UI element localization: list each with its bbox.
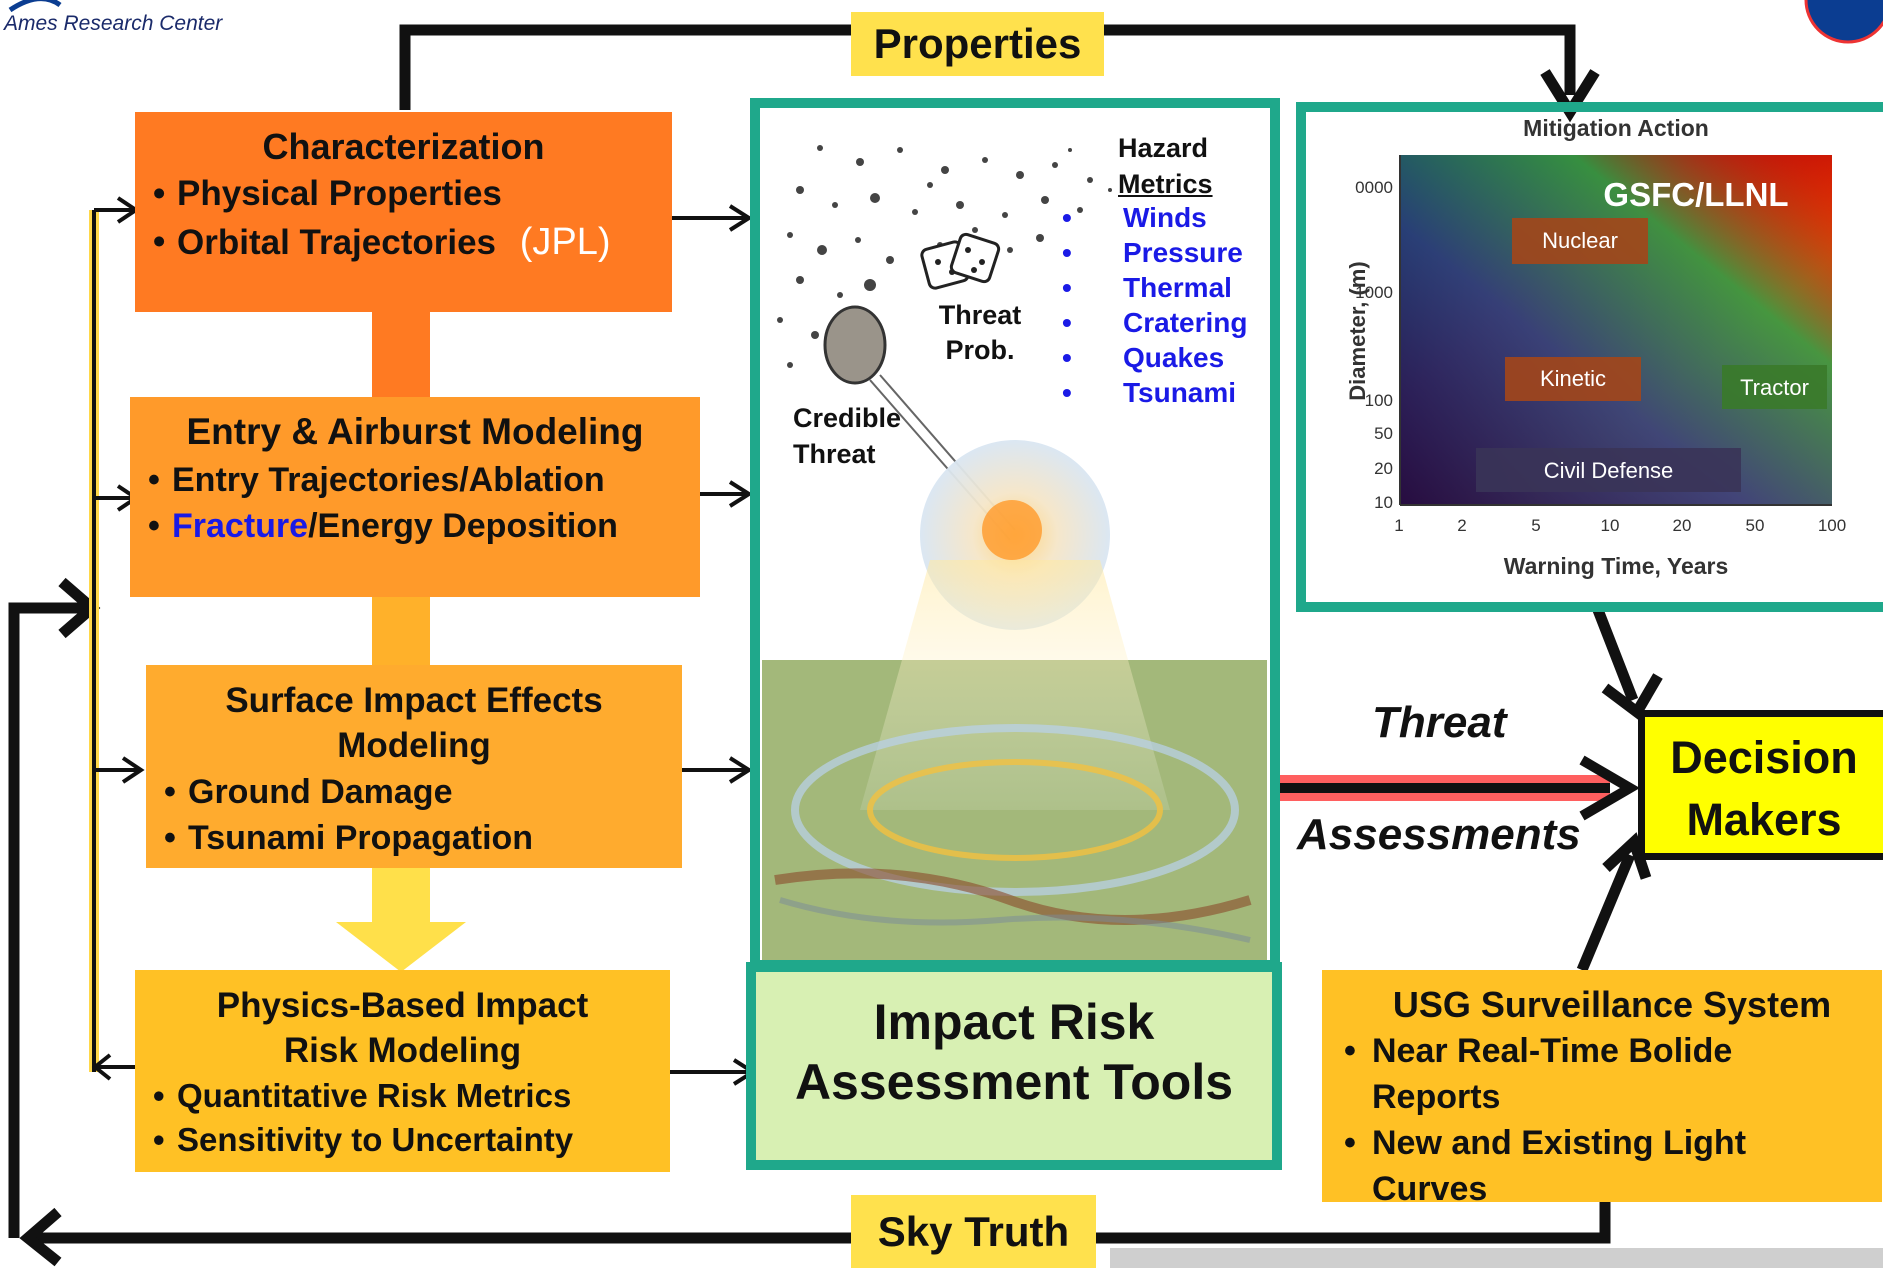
ytick-label: 100 [1364,391,1393,410]
list-item: •Thermal [1062,272,1232,303]
list-item: •Winds [1062,202,1207,233]
region-tractor [1722,365,1827,409]
xtick-label: 10 [1600,516,1620,535]
xtick-label: 20 [1672,516,1692,535]
entry-airburst-title: Entry & Airburst Modeling [186,411,644,452]
flow-bar-1 [372,312,430,398]
tools-title-1: Impact Risk [873,994,1155,1050]
ytick-label: 50 [1374,424,1393,443]
dice-icon [920,232,1001,290]
flow-down-arrow [336,922,466,972]
mitigation-ylabel: Diameter, (m) [1345,261,1370,401]
ytick-label: 20 [1374,459,1393,478]
mitigation-panel-frame [1296,102,1883,612]
list-item: Tsunami Propagation [160,815,682,861]
left-return-line [8,602,92,1238]
xtick-label: 5 [1531,516,1541,535]
region-kinetic [1505,357,1641,401]
physics-risk-box: Physics-Based Impact Risk Modeling Quant… [135,970,670,1172]
region-label-tractor: Tractor [1740,375,1809,400]
xtick-label: 1 [1394,516,1404,535]
flow-bar-3 [372,868,430,928]
hazard-metrics-title: Hazard Metrics [1118,130,1213,202]
properties-label: Properties [851,12,1104,76]
threat-label: Threat [1372,698,1507,747]
list-item: • New and Existing Light Curves [1344,1124,1747,1208]
mitigation-xlabel: Warning Time, Years [1503,553,1729,579]
decision-makers-box: Decision Makers [1638,710,1883,860]
list-item: Physical Properties [149,170,672,218]
list-item: Sensitivity to Uncertainty [149,1118,670,1162]
list-item: •Pressure [1062,237,1243,268]
hazard-title-line2: Metrics [1118,169,1213,199]
usg-to-decision-arrow [1576,852,1636,973]
sky-truth-loop-line [30,1200,1611,1244]
decision-line2: Makers [1686,794,1842,845]
mitigation-to-decision-arrow [1592,608,1639,702]
airburst-cone [860,560,1170,810]
hazard-metrics-list: •Winds •Pressure •Thermal •Cratering •Qu… [1062,200,1247,410]
list-item: •Cratering [1062,307,1248,338]
physics-risk-title-2: Risk Modeling [283,1031,522,1070]
fracture-text: Fracture [172,507,309,545]
tools-title-2: Assessment Tools [794,1054,1234,1110]
usg-surveillance-box: USG Surveillance System • Near Real-Time… [1322,970,1882,1208]
list-item: Orbital Trajectories (JPL) [149,218,672,267]
energy-deposition-text: /Energy Deposition [308,507,618,545]
entry-airburst-box: Entry & Airburst Modeling Entry Trajecto… [130,397,700,597]
list-item: Quantitative Risk Metrics [149,1074,670,1118]
surface-impact-box: Surface Impact Effects Modeling Ground D… [146,665,682,868]
list-item: •Tsunami [1062,377,1237,408]
physics-risk-title-1: Physics-Based Impact [216,986,589,1025]
ytick-label: 10 [1374,493,1393,512]
org-name: Ames Research Center [4,12,223,35]
nasa-logo [1804,0,1883,44]
assessments-label: Assessments [1297,810,1581,859]
box-to-center-arrows [670,204,757,1086]
xtick-label: 50 [1745,516,1765,535]
asteroid-icon [823,305,887,385]
decision-line1: Decision [1670,732,1858,783]
region-nuclear [1512,218,1648,264]
characterization-title: Characterization [262,126,545,167]
gsfc-llnl-label: GSFC/LLNL [1603,176,1789,213]
jpl-label: (JPL) [519,221,611,263]
region-label-nuclear: Nuclear [1542,228,1618,253]
flow-bar-2 [372,596,430,666]
impact-risk-tools-box: Impact Risk Assessment Tools [746,962,1282,1170]
orbital-trajectories-text: Orbital Trajectories [177,223,497,262]
mitigation-title: Mitigation Action [1523,115,1709,141]
ames-logo-swoosh [8,0,62,13]
list-item: Ground Damage [160,769,682,815]
threat-prob-label: Threat Prob. [938,300,1022,365]
surface-impact-title-1: Surface Impact Effects [225,681,603,720]
list-item: • Near Real-Time Bolide Reports [1344,1032,1733,1116]
hazard-title-line1: Hazard [1118,133,1209,163]
sky-truth-arrowhead [19,1207,62,1267]
xtick-label: 100 [1817,516,1847,535]
ytick-label: 0000 [1355,178,1393,197]
sky-truth-label: Sky Truth [851,1195,1096,1268]
characterization-box: Characterization Physical Properties Orb… [135,112,672,312]
footer-band [1110,1248,1883,1268]
region-label-kinetic: Kinetic [1539,366,1607,391]
list-item: Entry Trajectories/Ablation [144,457,700,503]
rail-arrows [91,196,145,1081]
list-item: Fracture/Energy Deposition [144,503,700,549]
list-item: •Quakes [1062,342,1225,373]
properties-arrowhead [1540,69,1600,123]
usg-title: USG Surveillance System [1392,984,1832,1025]
xtick-label: 2 [1457,516,1467,535]
ytick-label: 1000 [1355,283,1393,302]
region-label-civil-defense: Civil Defense [1543,458,1674,483]
credible-threat-label: Credible Threat [793,403,902,469]
surface-impact-title-2: Modeling [337,726,491,765]
region-civil-defense [1476,448,1741,492]
